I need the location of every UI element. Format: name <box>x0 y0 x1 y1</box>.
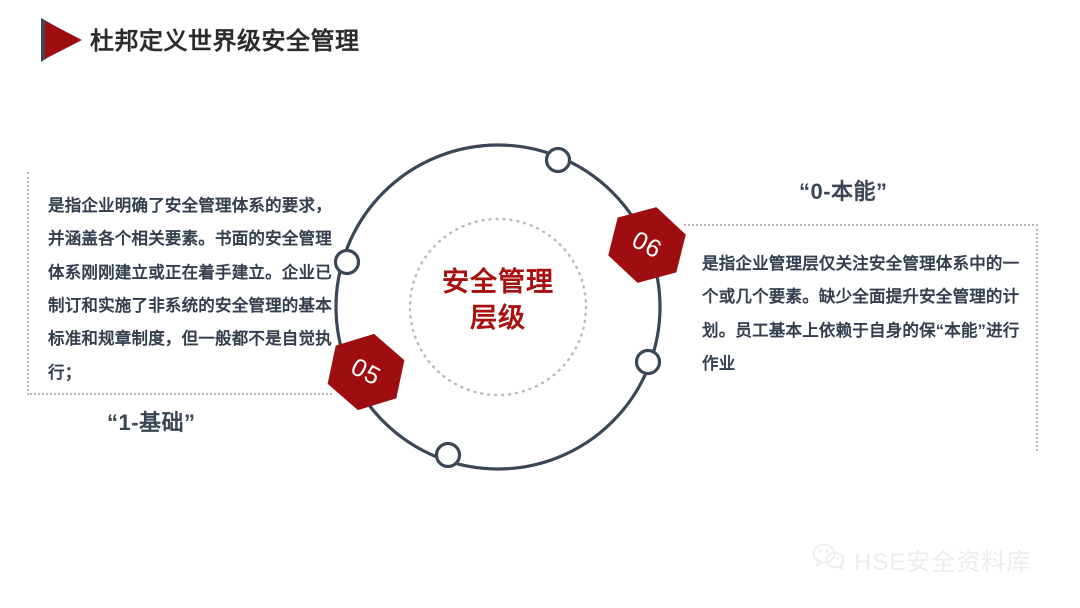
watermark: HSE安全资料库 <box>812 542 1031 577</box>
stage-0-label: “0-本能” <box>799 179 888 204</box>
hexagon-badge-05-label: 05 <box>346 352 386 391</box>
inner-dotted-circle <box>408 217 588 397</box>
center-label-line-2: 层级 <box>470 302 526 333</box>
center-label-line-1: 安全管理 <box>442 267 554 297</box>
outer-ring-circle <box>334 143 662 471</box>
wechat-icon <box>812 543 846 576</box>
ring-node-right <box>634 348 662 376</box>
page-header: 杜邦定义世界级安全管理 <box>0 0 1080 80</box>
ring-node-top <box>544 146 572 174</box>
page-title: 杜邦定义世界级安全管理 <box>90 28 360 55</box>
ring-node-bottom <box>434 441 462 469</box>
ring-node-left <box>333 248 361 276</box>
watermark-text: HSE安全资料库 <box>854 549 1032 576</box>
stage-1-frame <box>27 172 332 395</box>
play-triangle-icon <box>38 16 86 64</box>
center-label: 安全管理 层级 <box>398 265 598 336</box>
hexagon-badge-06-label: 06 <box>627 225 667 264</box>
stage-1-body-text: 是指企业明确了安全管理体系的要求，并涵盖各个相关要素。书面的安全管理体系刚刚建立… <box>48 197 332 382</box>
stage-1-label: “1-基础” <box>107 410 196 435</box>
stage-0-body-text: 是指企业管理层仅关注安全管理体系中的一个或几个要素。缺少全面提升安全管理的计划。… <box>702 255 1020 373</box>
stage-0-frame <box>684 224 1038 451</box>
